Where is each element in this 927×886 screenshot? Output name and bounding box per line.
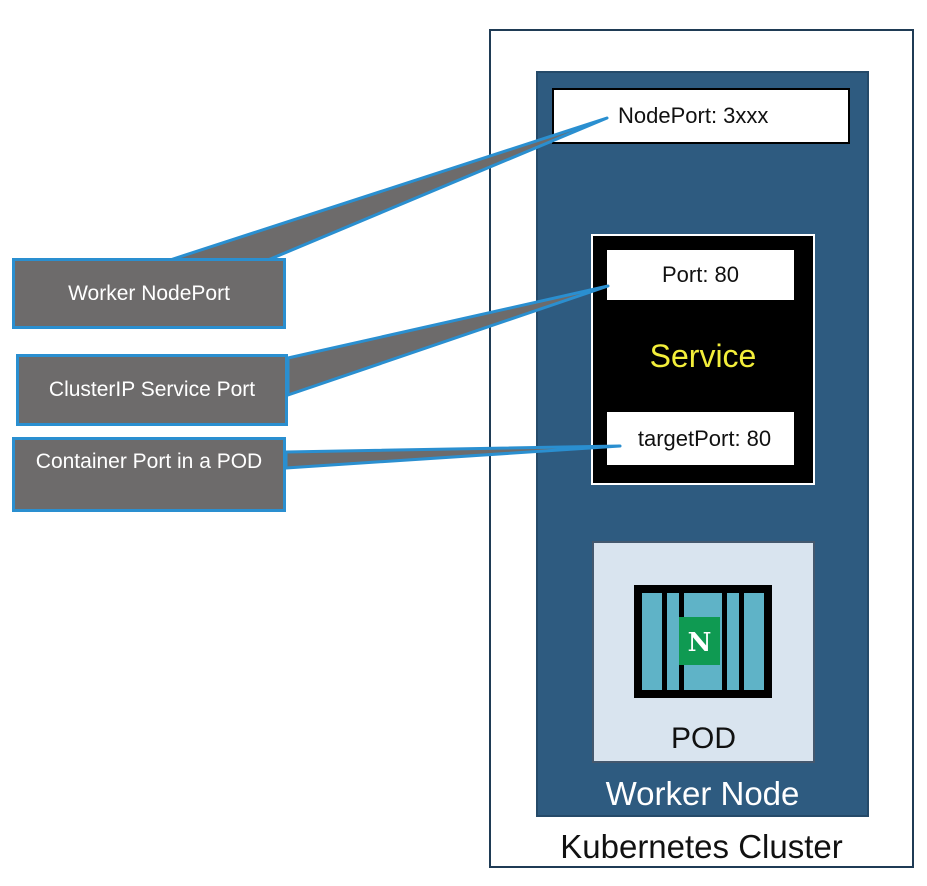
service-port-box: Port: 80 [607,250,794,300]
nginx-badge [679,617,720,665]
callout-container-port: Container Port in a POD [12,437,286,512]
service-label: Service [649,338,757,374]
pod-label: POD [670,722,736,755]
container-icon: N [634,585,772,698]
nginx-badge-letter: N [688,628,712,658]
cluster-label: Kubernetes Cluster [560,828,843,865]
callout-worker-nodeport: Worker NodePort [12,258,286,329]
nodeport-box: NodePort: 3xxx [552,88,850,144]
callout-clusterip-service-port: ClusterIP Service Port [16,354,288,426]
target-port-box: targetPort: 80 [607,412,794,465]
worker-node-label: Worker Node [605,775,800,812]
